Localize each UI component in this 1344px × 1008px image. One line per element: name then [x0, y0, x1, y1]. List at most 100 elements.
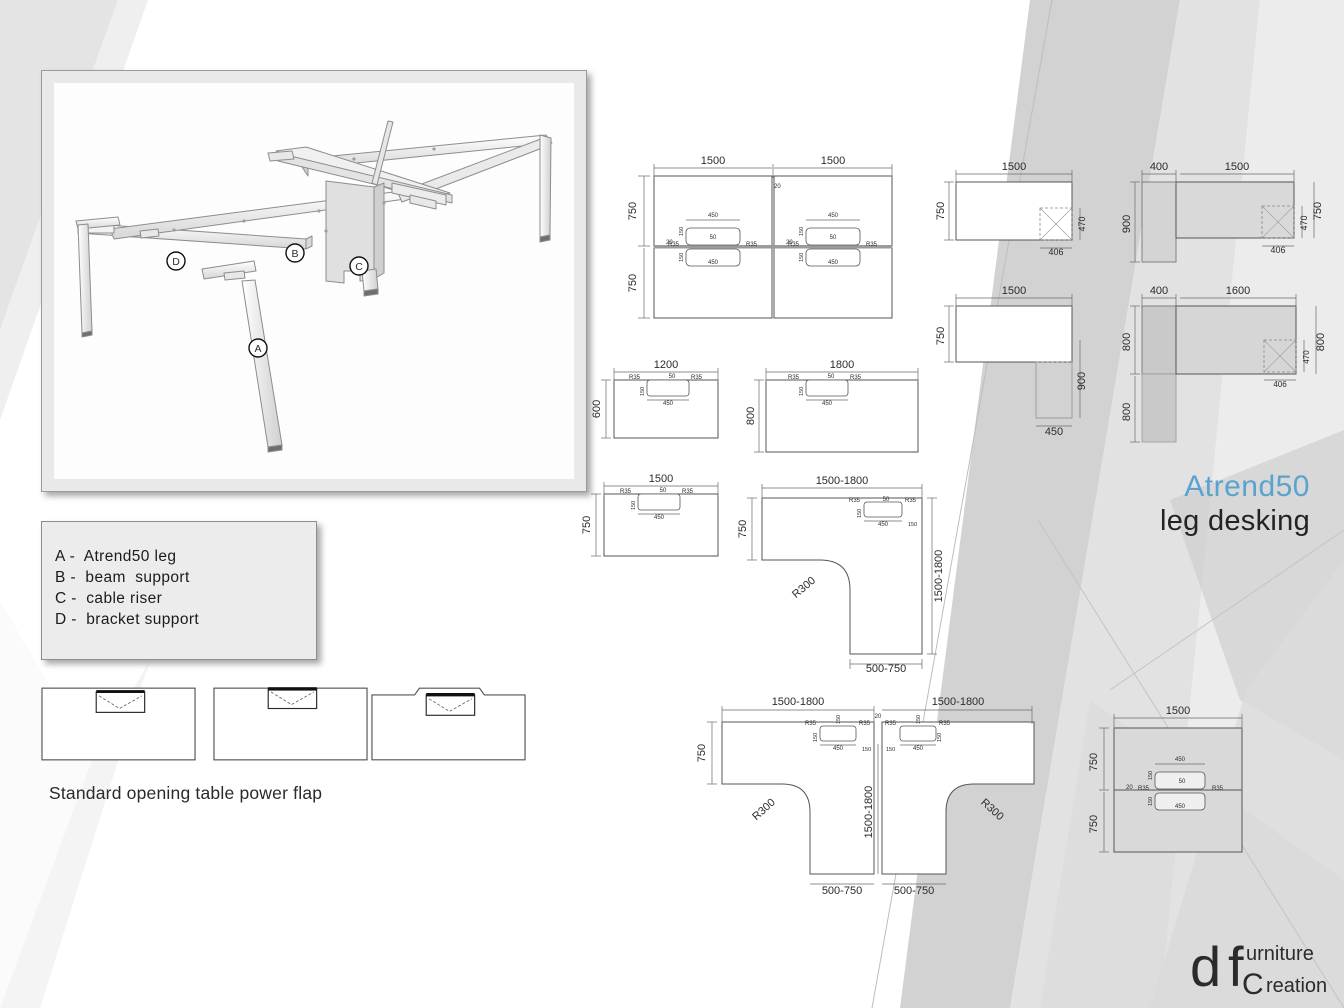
logo-word-reation: reation	[1266, 975, 1327, 997]
dim-c900-cut-h: 470	[1299, 215, 1309, 230]
dim-cut-w-3: 450	[708, 260, 719, 266]
dim-l900-return-width: 450	[1045, 426, 1063, 438]
drawing-corner-1600: 400 1600 800 800 800 470 406	[1121, 284, 1333, 454]
drawing-desk-1200: 1200 600 450 50 R35 R35 150	[591, 358, 727, 458]
dim-dl-left-return-width: 500-750	[822, 885, 862, 897]
dim-c1600-cut-h: 470	[1302, 350, 1311, 364]
dim-1500-cut-w: 450	[654, 515, 665, 521]
dim-b1500-width: 1500	[1166, 705, 1190, 717]
dim-c750-cut-w: 406	[1048, 247, 1063, 257]
dim-c1600-right-depth: 800	[1315, 333, 1327, 351]
dim-1800-width: 1800	[830, 359, 854, 371]
dim-1200-cut-inner: 50	[669, 374, 676, 380]
dim-dl-r35-3: R35	[885, 721, 897, 727]
dim-c900-left-depth: 900	[1121, 215, 1133, 233]
dim-l-cut-w: 450	[878, 522, 889, 528]
dim-dl-radius-left: R300	[750, 797, 778, 824]
dim-1200-r35-r: R35	[691, 375, 703, 381]
dim-b1500-r35-l: R35	[1138, 786, 1150, 792]
dim-l-cut-h: 150	[857, 509, 863, 518]
dim-dl-radius-right: R300	[978, 797, 1006, 824]
dim-1200-depth: 600	[591, 400, 603, 418]
dim-b1500-cut-inner: 50	[1179, 779, 1186, 785]
dim-l-r35-r: R35	[905, 498, 917, 504]
dim-c1600-cut-w: 406	[1273, 380, 1287, 389]
drawing-cutout-desk-750: 1500 750 406 470	[935, 158, 1112, 278]
dim-1500-cut-h: 150	[631, 501, 637, 510]
dim-c750-width: 1500	[1002, 161, 1026, 173]
dim-l-width: 1500-1800	[816, 475, 869, 487]
callout-c: C	[349, 256, 369, 276]
power-flap-caption: Standard opening table power flap	[49, 783, 323, 803]
dim-dl-cut-w-l: 450	[833, 746, 844, 752]
drawing-bench-1500-back: 1500 750 750 450 50 450 20 R35 R35 150 1…	[1082, 698, 1312, 863]
frame-render-panel: A B C D	[41, 70, 587, 492]
power-flap-variant-edge	[213, 687, 368, 761]
dim-c750-cut-h: 470	[1077, 216, 1087, 231]
drawing-l-return-900: 1500 750 900 450	[935, 284, 1112, 444]
svg-text:A: A	[254, 343, 261, 355]
power-flap-variant-notched	[371, 687, 526, 761]
component-legend: A - Atrend50 leg B - beam support C - ca…	[41, 521, 317, 660]
dim-b1500-r35-r: R35	[1212, 786, 1224, 792]
dim-c750-depth: 750	[935, 202, 947, 220]
dim-dl-left-width: 1500-1800	[772, 696, 825, 708]
product-title-accent: Atrend50	[1184, 470, 1310, 503]
dim-1500-r35-l: R35	[620, 489, 632, 495]
dim-1500-cut-inner: 50	[660, 488, 667, 494]
dim-r35-2: R35	[746, 242, 758, 248]
dim-1200-cut-h: 150	[640, 387, 646, 396]
drawing-desk-1800: 1800 800 450 50 R35 R35 150	[745, 358, 932, 468]
dim-dl-cut-h-l: 150	[813, 733, 819, 742]
dim-gap-1: 20	[666, 240, 673, 246]
dim-cut-h-1: 150	[679, 227, 685, 236]
dim-1800-cut-h: 150	[799, 387, 805, 396]
dim-1800-depth: 800	[745, 407, 757, 425]
dim-1200-width: 1200	[654, 359, 678, 371]
dim-dl-cut-inner-r: 150	[916, 715, 922, 724]
dim-dl-r35-4: R35	[939, 721, 951, 727]
drawing-desk-1500: 1500 750 450 50 R35 R35 150	[581, 472, 726, 572]
dim-dl-cut-inner-l: 150	[836, 715, 842, 724]
dim-dl-r35-2: R35	[859, 721, 871, 727]
logo-letter-d: d	[1190, 935, 1221, 998]
dim-l-return-depth: 1500-1800	[933, 550, 945, 603]
dim-l-depth: 750	[737, 520, 749, 538]
drawing-bench-2x2: 1500 1500 750 750 450 450 50 50 450 450 …	[622, 155, 922, 336]
drawing-corner-900: 400 1500 900 750 470 406	[1121, 158, 1333, 278]
dim-cut-w-4: 450	[828, 260, 839, 266]
dim-b1500-cut-w: 450	[1175, 757, 1186, 763]
dim-b1500-depth-bottom: 750	[1088, 815, 1100, 833]
dim-depth-1: 750	[627, 202, 639, 220]
dim-b1500-cut-w2: 450	[1175, 804, 1186, 810]
dim-l-radius: R300	[790, 575, 818, 601]
dim-r35-3: R35	[788, 242, 800, 248]
dim-c1600-right-width: 1600	[1226, 285, 1250, 297]
callout-d: D	[166, 251, 186, 271]
dim-1800-cut-w: 450	[822, 401, 833, 407]
frame-render-image: A B C D	[54, 83, 574, 479]
svg-text:B: B	[291, 248, 298, 260]
dim-c1600-left-width: 400	[1150, 285, 1168, 297]
dim-1500-r35-r: R35	[682, 489, 694, 495]
dim-cut-h-4: 150	[799, 253, 805, 262]
legend-item-a: A - Atrend50 leg	[55, 548, 177, 565]
dim-gap-2: 20	[786, 240, 793, 246]
dim-l900-return-depth: 900	[1076, 372, 1088, 390]
dim-dl-r35-1: R35	[805, 721, 817, 727]
legend-items: A - Atrend50 leg B - beam support C - ca…	[55, 546, 199, 630]
power-flap-variant-inset	[41, 687, 196, 761]
bench-frame-illustration: A B C D	[54, 83, 574, 479]
callout-b: B	[285, 243, 305, 263]
dim-b1500-cut-h-1: 150	[1148, 771, 1154, 780]
dim-1500-width: 1500	[649, 473, 673, 485]
dim-l-cut-h2: 150	[908, 522, 917, 528]
drawing-double-l: 1500-1800 1500-1800 750 1500-1800 500-75…	[692, 692, 1035, 904]
dim-1200-cut-w: 450	[663, 401, 674, 407]
dim-l-cut-inner: 50	[883, 497, 890, 503]
dim-dl-depth: 750	[696, 744, 708, 762]
svg-text:D: D	[172, 256, 180, 268]
product-title: Atrend50 leg desking	[1160, 470, 1310, 538]
logo-letter-c: C	[1242, 968, 1264, 1000]
